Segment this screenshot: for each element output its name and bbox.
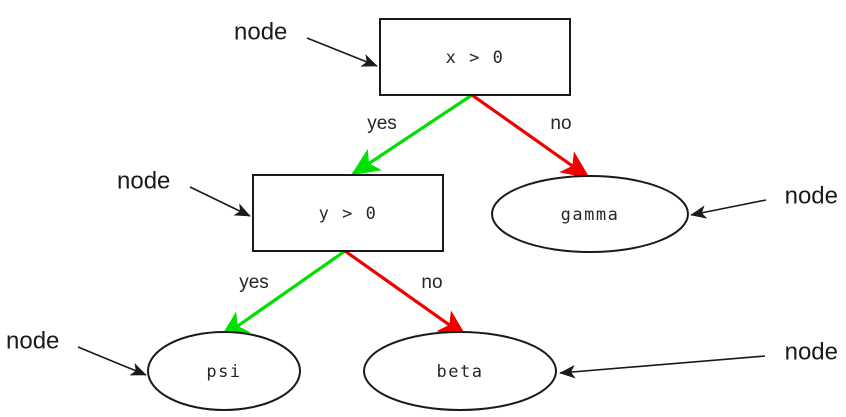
edge-second-yes xyxy=(219,249,346,339)
node-annotation: node xyxy=(559,338,838,379)
edge-label-second-yes: yes xyxy=(239,272,269,293)
node-label-psi: psi xyxy=(206,362,241,382)
node-label-beta: beta xyxy=(437,362,484,382)
node-psi[interactable]: psi xyxy=(147,331,301,411)
node-rect-second[interactable] xyxy=(252,174,444,252)
annotation-arrow-icon xyxy=(77,346,147,376)
node-annotation: node xyxy=(234,18,378,67)
node-ellipse-gamma[interactable] xyxy=(491,175,689,253)
annotation-label: node xyxy=(6,327,59,354)
node-second[interactable]: y > 0 xyxy=(252,174,444,252)
node-root[interactable]: x > 0 xyxy=(379,18,571,96)
node-beta[interactable]: beta xyxy=(363,331,557,411)
edge-label-root-yes: yes xyxy=(367,113,397,134)
nodes-layer: x > 0 y > 0 gamma psi beta xyxy=(147,18,689,411)
annotations-layer: node node node node node xyxy=(6,18,838,379)
edge-label-root-no: no xyxy=(550,113,571,134)
edge-labels-layer: yes no yes no xyxy=(239,113,571,293)
node-ellipse-psi[interactable] xyxy=(147,331,301,411)
node-rect-root[interactable] xyxy=(379,18,571,96)
node-annotation: node xyxy=(6,327,147,376)
annotation-label: node xyxy=(785,182,838,209)
node-ellipse-beta[interactable] xyxy=(363,331,557,411)
annotation-arrow-icon xyxy=(189,186,251,217)
annotation-label: node xyxy=(234,18,287,45)
edge-second-no xyxy=(344,249,468,338)
annotation-label: node xyxy=(785,338,838,365)
annotation-arrow-icon xyxy=(690,199,767,219)
node-annotation: node xyxy=(690,182,838,219)
edges-layer xyxy=(219,93,591,339)
edge-root-yes xyxy=(350,93,473,176)
annotation-arrow-icon xyxy=(559,355,766,379)
node-gamma[interactable]: gamma xyxy=(491,175,689,253)
edge-label-second-no: no xyxy=(421,272,442,293)
node-label-second: y > 0 xyxy=(319,204,378,224)
node-label-root: x > 0 xyxy=(446,48,505,68)
annotation-label: node xyxy=(117,167,170,194)
node-annotation: node xyxy=(117,167,251,217)
node-label-gamma: gamma xyxy=(561,205,620,225)
annotation-arrow-icon xyxy=(306,37,378,67)
edge-root-no xyxy=(471,93,591,179)
